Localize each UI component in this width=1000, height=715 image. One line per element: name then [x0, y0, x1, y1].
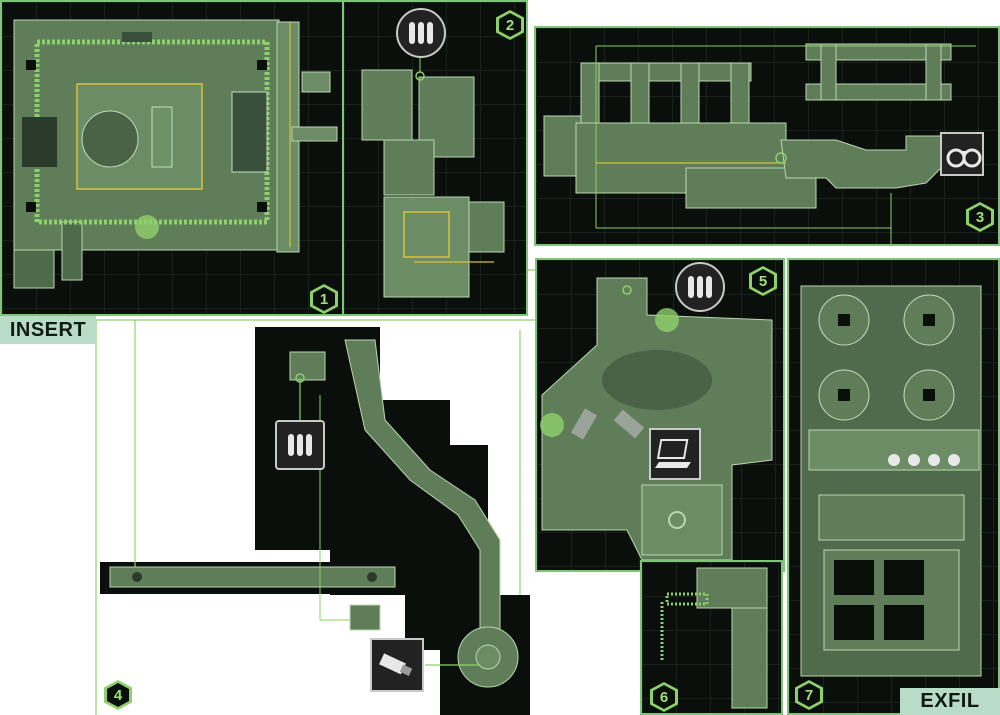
zone-5-laptop-marker[interactable] [649, 428, 701, 480]
zone-6-map: 6 [640, 560, 783, 715]
ammo-icon [688, 276, 712, 298]
zone-4-usb-marker[interactable] [370, 638, 424, 692]
ammo-icon [288, 434, 312, 456]
zone-6-floorplan [660, 567, 768, 709]
zone-5-badge: 5 [749, 266, 777, 296]
zone-2-floorplan [361, 57, 505, 298]
insert-label: INSERT [0, 316, 96, 344]
zone-5-ammo-marker[interactable] [675, 262, 725, 312]
zone-7-badge: 7 [795, 680, 823, 710]
zone-2-map: 2 [342, 0, 528, 316]
zone-3-floorplan [543, 43, 976, 244]
ammo-icon [409, 22, 433, 44]
zone-3-badge: 3 [966, 202, 994, 232]
zone-2-ammo-marker[interactable] [396, 8, 446, 58]
laptop-icon [655, 439, 691, 468]
zone-3-map: 3 [534, 26, 1000, 246]
zone-3-handcuffs-marker[interactable] [940, 132, 984, 176]
usb-drive-icon [379, 653, 413, 676]
zone-6-badge: 6 [650, 682, 678, 712]
zone-5-map: 5 [535, 258, 785, 572]
handcuffs-icon [946, 148, 982, 168]
zone-7-floorplan [800, 285, 982, 677]
zone-1-floorplan [13, 19, 338, 289]
zone-5-floorplan [540, 277, 773, 561]
zone-4-ammo-marker[interactable] [275, 420, 325, 470]
zone-1-map: 1 [0, 0, 344, 316]
zone-7-map: 7 [787, 258, 1000, 715]
exfil-label: EXFIL [900, 688, 1000, 715]
